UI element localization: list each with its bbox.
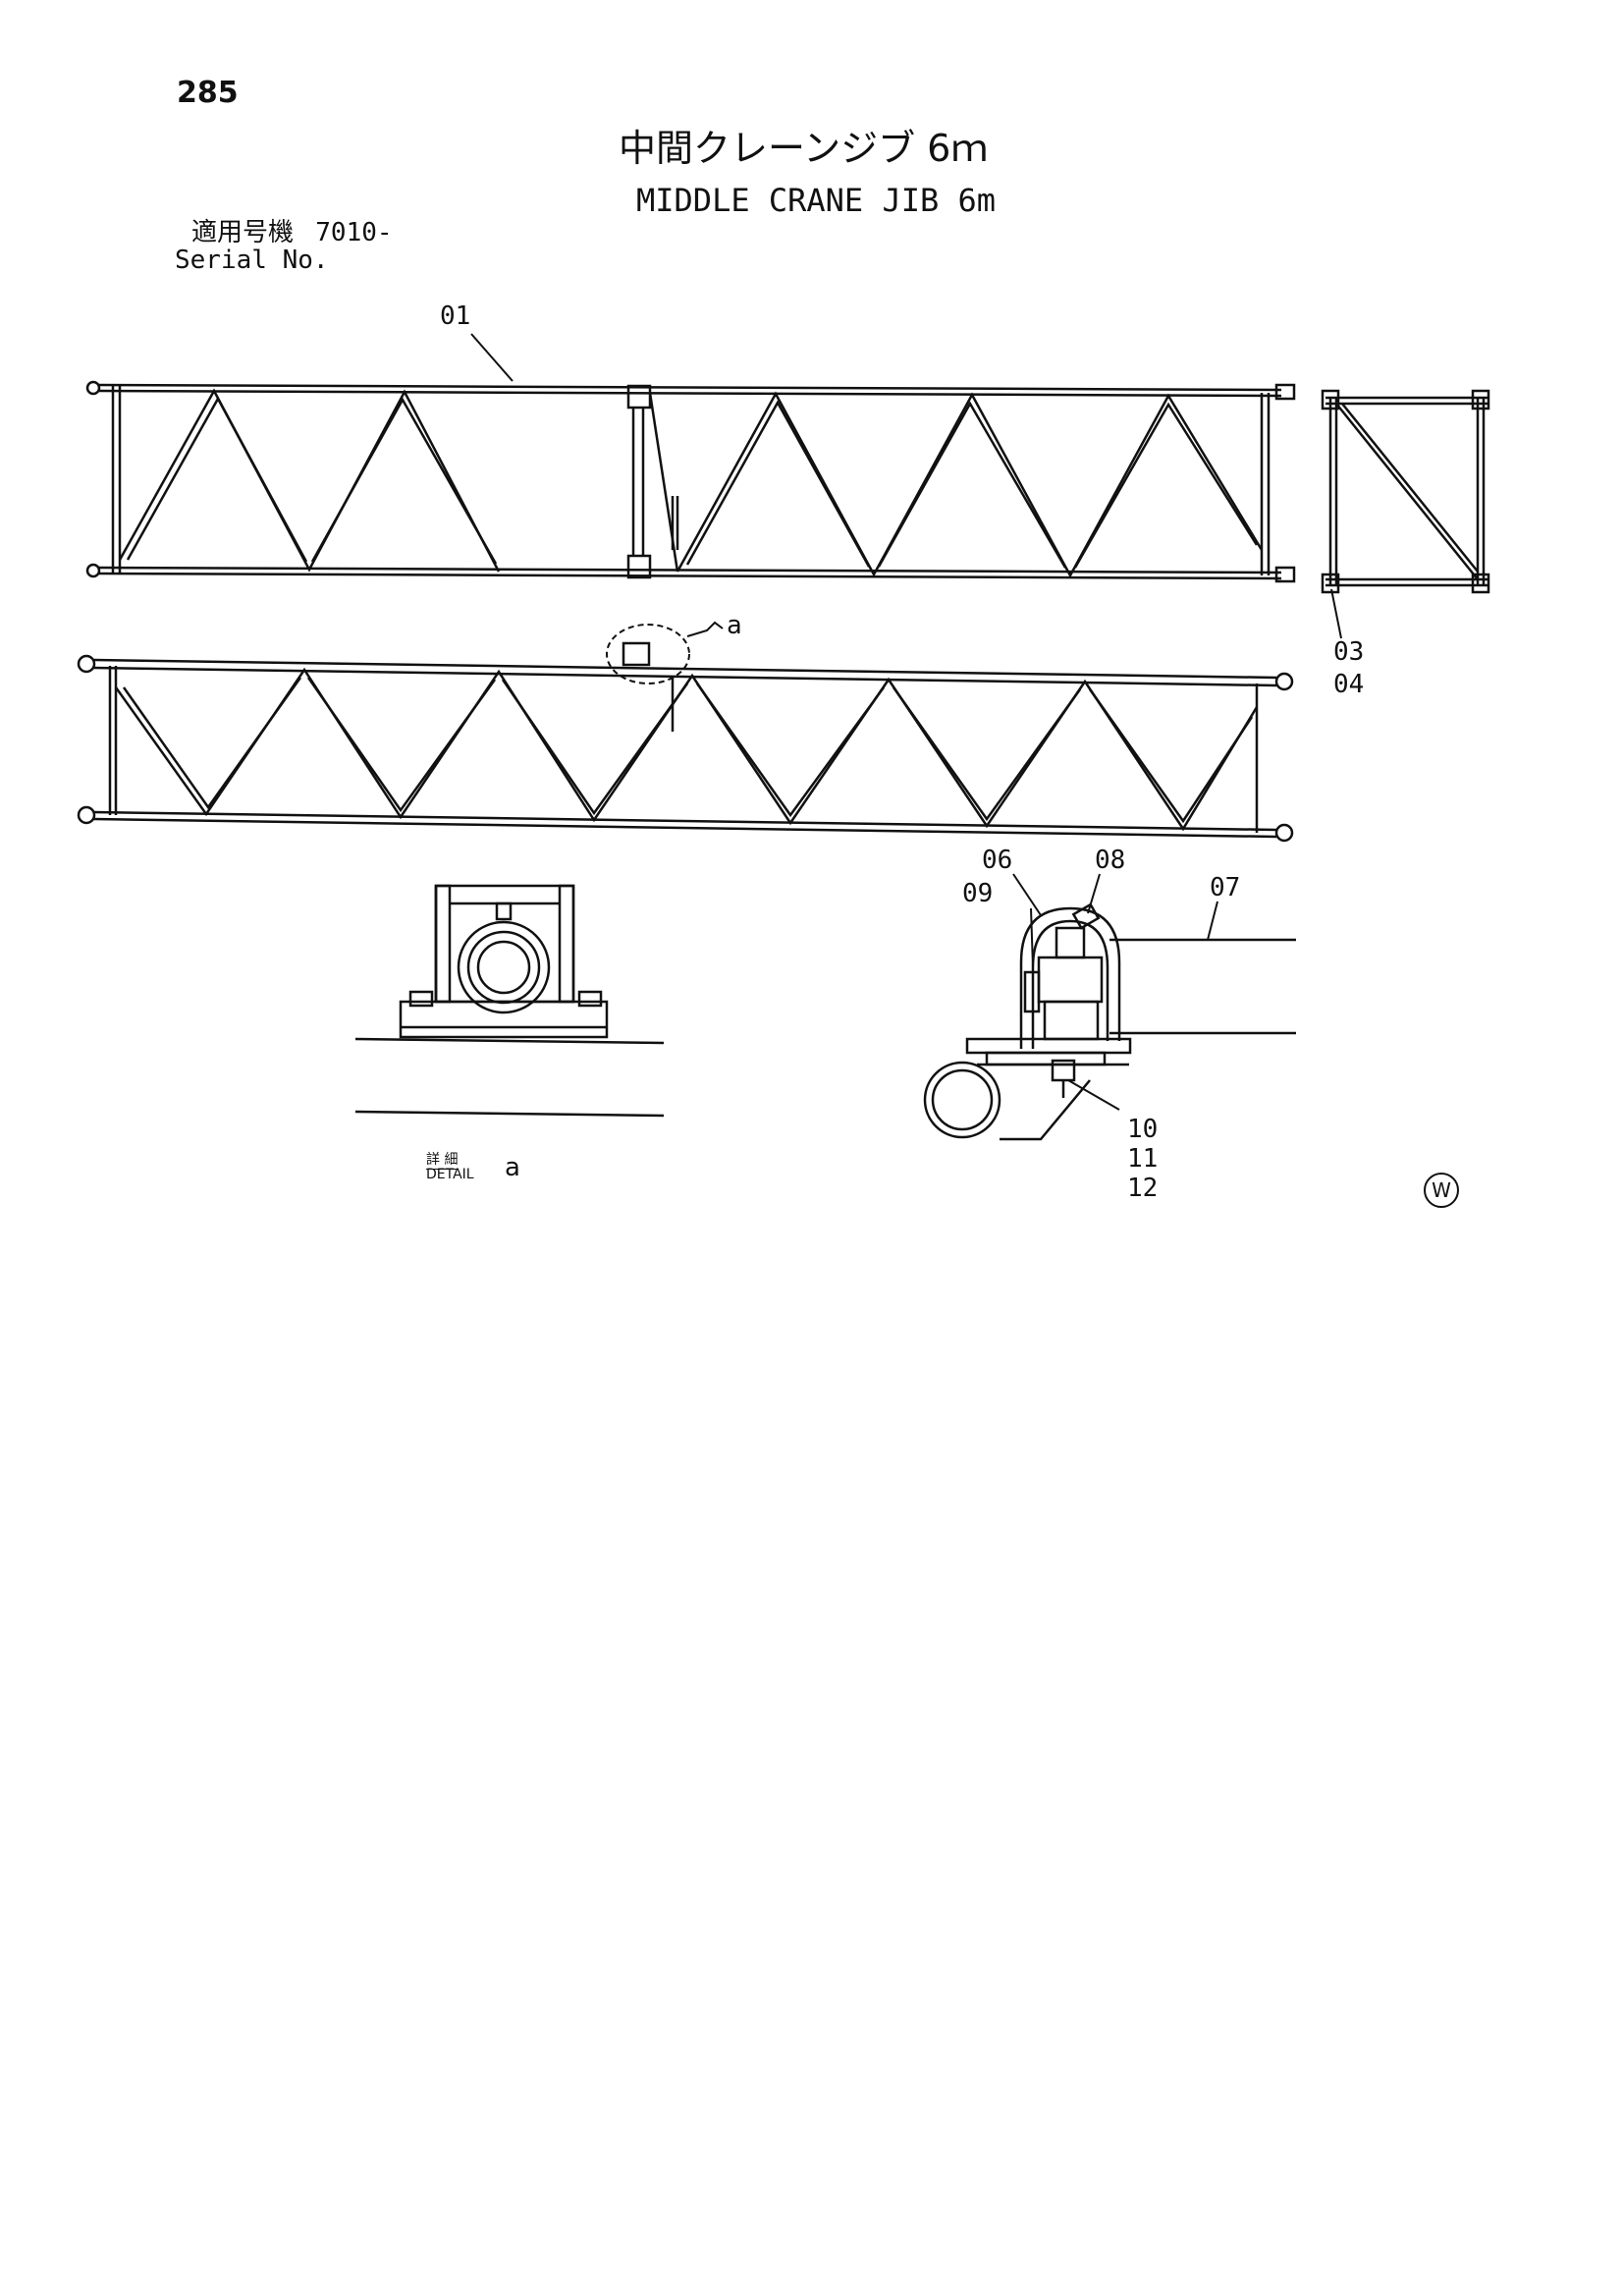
callout-01: 01 <box>440 301 470 331</box>
detail-a-view <box>354 884 665 1118</box>
page-number: 285 <box>177 76 239 110</box>
title-english: MIDDLE CRANE JIB 6m <box>636 182 997 219</box>
callout-10: 10 <box>1127 1115 1158 1144</box>
callout-06: 06 <box>982 846 1012 875</box>
callout-11: 11 <box>1127 1144 1158 1174</box>
callout-12: 12 <box>1127 1174 1158 1203</box>
callout-07: 07 <box>1210 873 1240 902</box>
callout-detail-ref: a <box>727 611 742 640</box>
detail-a-label: 詳 細 DETAIL a <box>422 1147 554 1186</box>
jib-side-view-top <box>85 380 1296 583</box>
jib-side-view-bottom <box>77 624 1294 843</box>
serial-label-japanese: 適用号機 7010- <box>191 220 393 246</box>
detail-label-jp: 詳 細 <box>426 1149 459 1170</box>
callout-08: 08 <box>1095 846 1125 875</box>
serial-value: 7010- <box>315 218 393 247</box>
region-circle-icon: W <box>1424 1173 1459 1208</box>
mounting-section-view <box>923 902 1296 1141</box>
callout-03: 03 <box>1333 637 1364 667</box>
leader-lines <box>470 333 1342 1111</box>
serial-label-english: Serial No. <box>175 246 329 275</box>
callout-04: 04 <box>1333 670 1364 699</box>
title-japanese: 中間クレーンジブ 6ｍ <box>619 127 989 170</box>
callout-09: 09 <box>962 879 993 908</box>
jib-end-view <box>1321 389 1490 594</box>
detail-label-en: DETAIL <box>426 1167 474 1182</box>
detail-label-letter: a <box>505 1153 520 1182</box>
serial-label-jp-text: 適用号機 <box>191 218 295 247</box>
